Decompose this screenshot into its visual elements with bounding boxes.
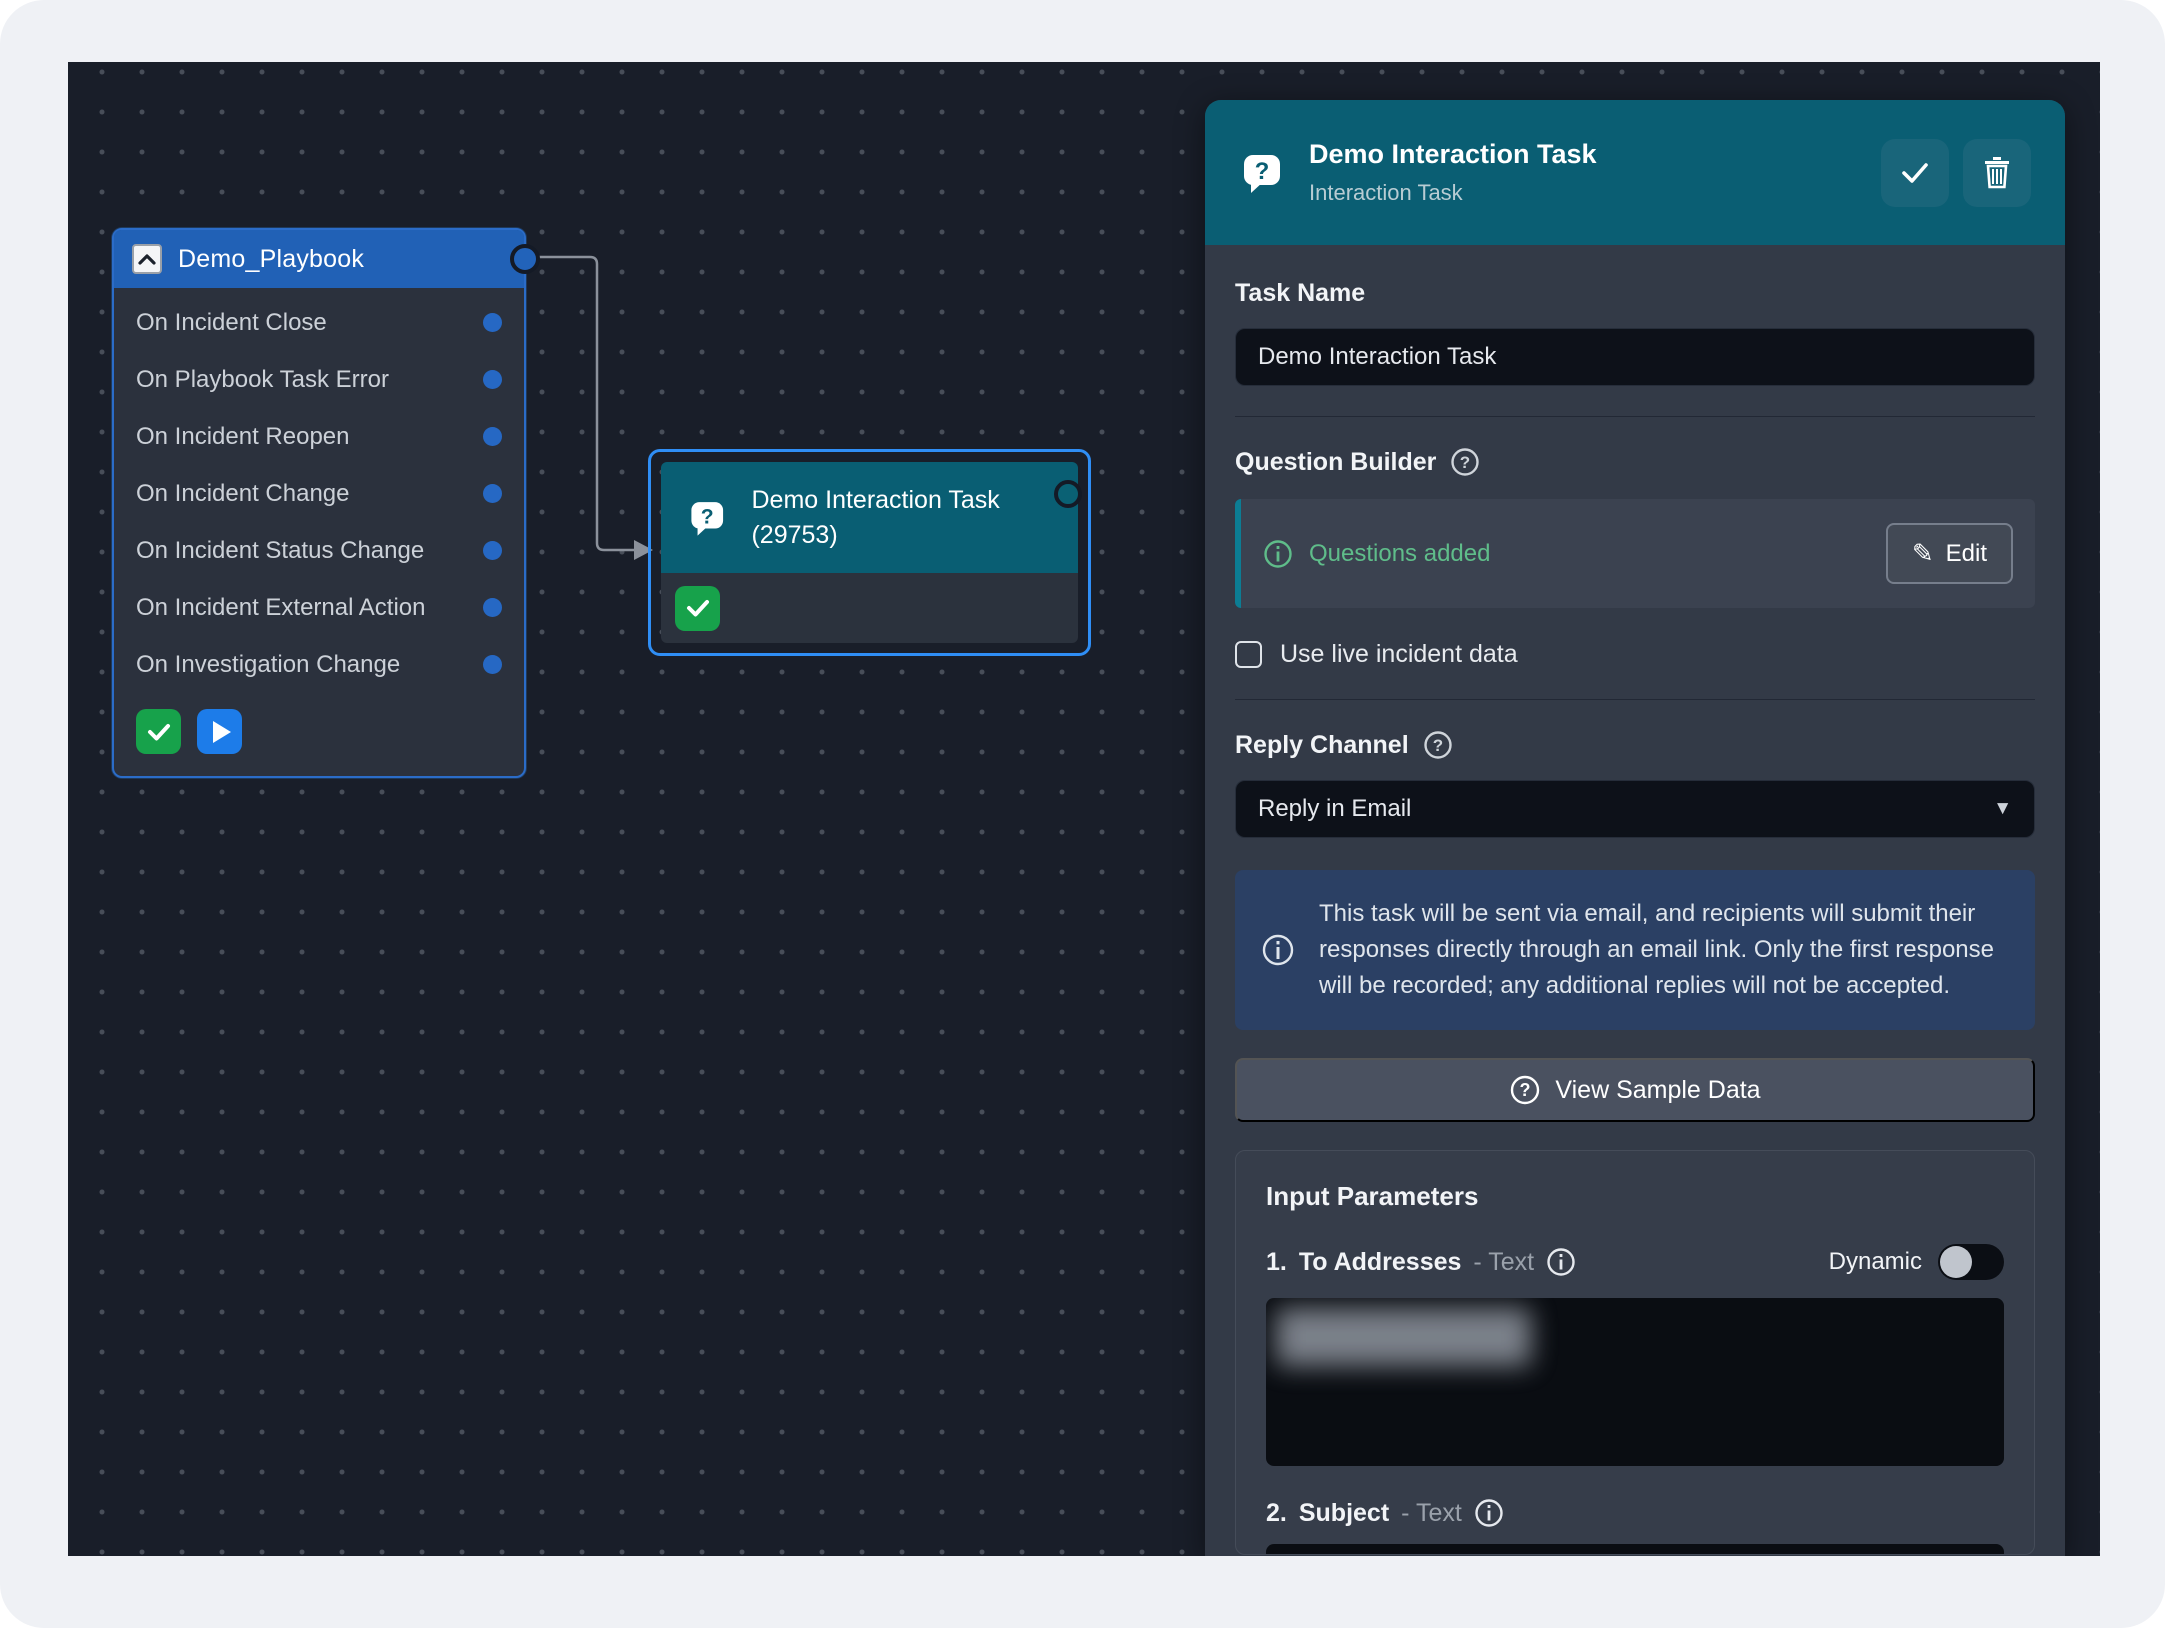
trigger-row[interactable]: On Playbook Task Error xyxy=(114,351,524,408)
interaction-task-node[interactable]: ? Demo Interaction Task (29753) xyxy=(648,449,1091,656)
panel-subtitle: Interaction Task xyxy=(1309,180,1463,205)
param-row-to-addresses: 1. To Addresses - Text Dynamic xyxy=(1266,1244,2004,1280)
playbook-valid-button[interactable] xyxy=(136,709,181,754)
chevron-up-icon xyxy=(138,254,156,265)
input-parameters-title: Input Parameters xyxy=(1266,1181,1479,1211)
question-bubble-icon: ? xyxy=(691,501,724,536)
question-builder-label: Question Builder xyxy=(1235,447,1437,476)
playbook-run-button[interactable] xyxy=(197,709,242,754)
collapse-button[interactable] xyxy=(132,244,162,274)
svg-text:?: ? xyxy=(1460,453,1470,472)
dynamic-label: Dynamic xyxy=(1828,1248,1922,1275)
trigger-row[interactable]: On Investigation Change xyxy=(114,636,524,693)
interaction-task-node-header[interactable]: ? Demo Interaction Task (29753) xyxy=(661,462,1078,573)
email-info-text: This task will be sent via email, and re… xyxy=(1319,900,1994,999)
trigger-label: On Incident Close xyxy=(136,309,327,336)
redacted-email-value xyxy=(1276,1308,1531,1366)
trigger-port[interactable] xyxy=(483,370,502,389)
info-icon[interactable] xyxy=(1474,1498,1504,1528)
trigger-port[interactable] xyxy=(483,427,502,446)
param-name: To Addresses xyxy=(1298,1247,1462,1276)
task-name-label: Task Name xyxy=(1235,279,1366,307)
trash-icon xyxy=(1985,156,2009,188)
trigger-label: On Playbook Task Error xyxy=(136,366,389,393)
info-icon xyxy=(1264,539,1292,568)
play-icon xyxy=(212,720,231,743)
trigger-row[interactable]: On Incident Close xyxy=(114,294,524,351)
edit-questions-button[interactable]: ✎ Edit xyxy=(1885,523,2013,584)
trigger-port[interactable] xyxy=(483,598,502,617)
question-bubble-icon: ? xyxy=(1244,154,1280,193)
trigger-row[interactable]: On Incident Change xyxy=(114,465,524,522)
trigger-label: On Incident Status Change xyxy=(136,537,425,564)
info-icon[interactable] xyxy=(1546,1247,1576,1277)
playbook-node[interactable]: Demo_Playbook On Incident Close On Playb… xyxy=(112,228,540,778)
param-row-subject: 2. Subject - Text xyxy=(1266,1498,2004,1528)
trigger-label: On Incident External Action xyxy=(136,594,426,621)
playbook-title: Demo_Playbook xyxy=(178,244,365,273)
help-icon: ? xyxy=(1511,1075,1540,1105)
question-builder-card: Questions added ✎ Edit xyxy=(1235,499,2035,608)
task-valid-badge xyxy=(675,585,720,631)
view-sample-data-button[interactable]: ? View Sample Data xyxy=(1235,1058,2035,1122)
playbook-node-header[interactable]: Demo_Playbook xyxy=(114,230,540,288)
delete-button[interactable] xyxy=(1963,138,2031,207)
subject-input[interactable] xyxy=(1266,1544,2004,1554)
playbook-node-footer xyxy=(114,695,524,776)
param-index: 2. xyxy=(1266,1498,1287,1527)
param-type: - Text xyxy=(1473,1247,1535,1276)
trigger-row[interactable]: On Incident Reopen xyxy=(114,408,524,465)
divider xyxy=(1235,699,2035,700)
dropdown-caret-icon: ▼ xyxy=(1993,798,2012,819)
toggle-knob xyxy=(1940,1246,1972,1278)
pencil-icon: ✎ xyxy=(1911,538,1934,568)
reply-channel-value: Reply in Email xyxy=(1258,795,1412,822)
playbook-output-port[interactable] xyxy=(510,244,540,274)
help-icon[interactable]: ? xyxy=(1423,730,1453,760)
svg-text:?: ? xyxy=(1520,1080,1531,1100)
task-output-port[interactable] xyxy=(1054,480,1082,508)
input-parameters-card: Input Parameters 1. To Addresses - Text xyxy=(1235,1150,2035,1555)
reply-channel-select[interactable]: Reply in Email ▼ xyxy=(1235,780,2035,838)
check-icon xyxy=(1902,162,1928,183)
questions-status-text: Questions added xyxy=(1309,539,1491,567)
reply-channel-label: Reply Channel xyxy=(1235,730,1409,759)
param-name: Subject xyxy=(1298,1498,1390,1527)
trigger-port[interactable] xyxy=(483,541,502,560)
trigger-label: On Incident Reopen xyxy=(136,423,350,450)
panel-header: ? Demo Interaction Task Interaction Task xyxy=(1205,100,2065,245)
use-live-incident-data-label: Use live incident data xyxy=(1280,640,1518,668)
to-addresses-textarea[interactable] xyxy=(1266,1298,2004,1466)
panel-title: Demo Interaction Task xyxy=(1309,139,1597,169)
task-config-panel: ? Demo Interaction Task Interaction Task xyxy=(1205,100,2065,1556)
divider xyxy=(1235,416,2035,417)
edit-button-label: Edit xyxy=(1945,539,1987,567)
trigger-label: On Incident Change xyxy=(136,480,350,507)
trigger-row[interactable]: On Incident Status Change xyxy=(114,522,524,579)
dynamic-toggle[interactable] xyxy=(1938,1244,2004,1280)
interaction-task-node-title: Demo Interaction Task (29753) xyxy=(751,485,1000,549)
trigger-port[interactable] xyxy=(483,313,502,332)
check-icon xyxy=(686,600,709,617)
confirm-button[interactable] xyxy=(1881,138,1949,207)
trigger-port[interactable] xyxy=(483,655,502,674)
email-info-banner: This task will be sent via email, and re… xyxy=(1235,870,2035,1030)
param-index: 1. xyxy=(1266,1247,1287,1276)
task-name-input[interactable] xyxy=(1235,328,2035,386)
help-icon[interactable]: ? xyxy=(1450,447,1480,477)
trigger-port[interactable] xyxy=(483,484,502,503)
trigger-label: On Investigation Change xyxy=(136,651,401,678)
svg-text:?: ? xyxy=(701,505,714,528)
svg-text:?: ? xyxy=(1255,158,1270,185)
interaction-task-node-body xyxy=(661,573,1078,643)
param-type: - Text xyxy=(1401,1498,1462,1527)
info-icon xyxy=(1262,934,1294,966)
playbook-canvas[interactable]: Demo_Playbook On Incident Close On Playb… xyxy=(68,62,2100,1556)
use-live-incident-data-checkbox[interactable] xyxy=(1235,641,1262,668)
trigger-row[interactable]: On Incident External Action xyxy=(114,579,524,636)
trigger-list: On Incident Close On Playbook Task Error… xyxy=(114,288,524,695)
svg-text:?: ? xyxy=(1432,736,1442,755)
view-sample-data-label: View Sample Data xyxy=(1555,1075,1761,1104)
check-icon xyxy=(147,723,170,740)
